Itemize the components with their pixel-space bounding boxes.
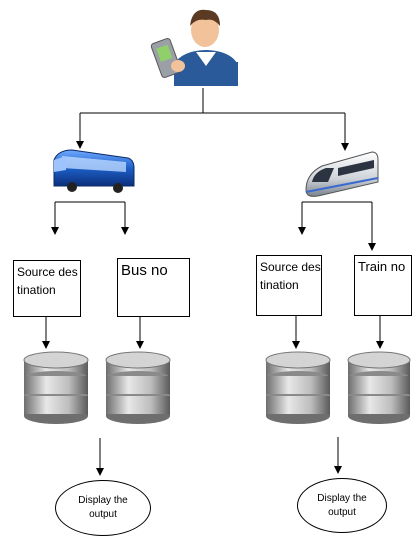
train-branch-connectors — [292, 201, 384, 474]
train-number-box: Train no — [354, 255, 412, 316]
database-icon — [347, 351, 411, 424]
database-icon — [23, 351, 89, 424]
train-source-destination-box: Source destination — [256, 255, 322, 316]
bus-icon — [53, 149, 135, 193]
train-output-oval: Display the output — [297, 478, 387, 533]
train-output-label: Display the output — [317, 492, 367, 518]
bus-number-box: Bus no — [117, 258, 190, 317]
database-icon — [265, 351, 331, 424]
bus-output-oval: Display the output — [55, 480, 151, 536]
bus-output-label: Display the output — [78, 495, 128, 520]
train-icon — [305, 151, 379, 197]
database-icon — [105, 351, 171, 424]
user-with-phone-icon — [150, 9, 238, 86]
bus-branch-connectors — [42, 201, 144, 476]
top-connectors — [76, 88, 349, 151]
bus-source-destination-box: Source destination — [13, 260, 81, 317]
